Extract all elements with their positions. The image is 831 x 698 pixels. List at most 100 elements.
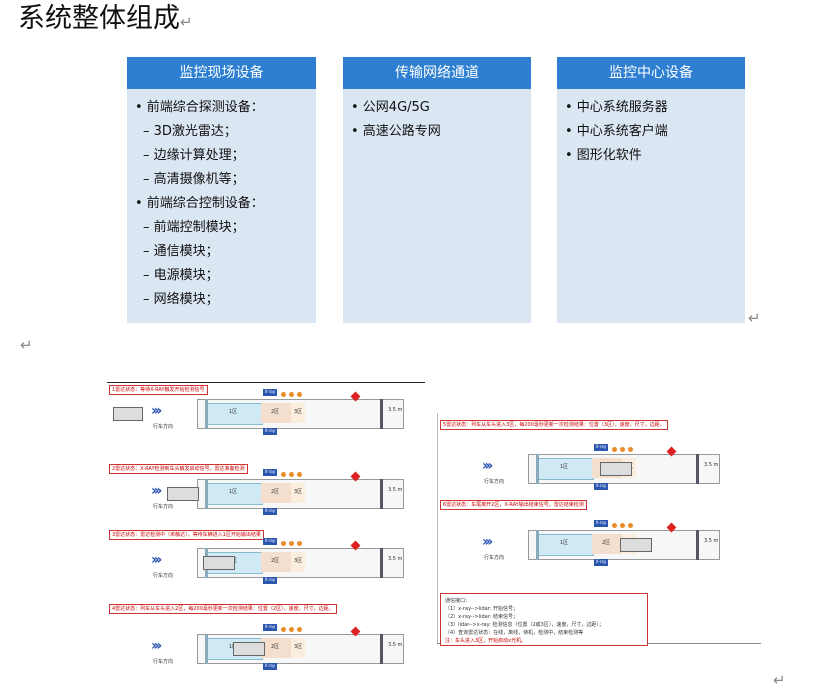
truck-icon xyxy=(233,642,265,656)
column-header: 监控中心设备 xyxy=(557,57,745,89)
xray-label: X-ray xyxy=(263,428,277,435)
xray-label: X-ray xyxy=(263,577,277,584)
gate-post xyxy=(205,634,208,664)
xray-label: X-ray xyxy=(263,663,277,670)
list-item: • 公网4G/5G xyxy=(351,100,430,115)
camera-dot xyxy=(297,541,302,546)
list-subitem: – 电源模块； xyxy=(143,268,219,283)
camera-dot xyxy=(281,627,286,632)
gate-post xyxy=(380,634,383,664)
comm-line: （2）x-ray-->lidar: 结束信号； xyxy=(445,614,518,620)
direction-label: 行车方向 xyxy=(153,504,174,510)
list-subitem: – 通信模块； xyxy=(143,244,219,259)
comm-line: 通信接口： xyxy=(445,598,471,604)
zone-2 xyxy=(261,483,291,503)
xray-label: X-ray xyxy=(263,389,277,396)
zone-2 xyxy=(592,534,622,554)
direction-arrows-icon: ››› xyxy=(151,403,162,419)
camera-dot xyxy=(289,472,294,477)
truck-icon xyxy=(167,487,199,501)
truck-icon xyxy=(620,538,652,552)
camera-dot xyxy=(297,627,302,632)
camera-dot xyxy=(612,447,617,452)
camera-dot xyxy=(281,392,286,397)
direction-arrows-icon: ››› xyxy=(482,534,493,550)
truck-icon xyxy=(113,407,143,421)
comm-line: （4）查询雷达状态：在线，离线，待机，检测中，结束检测等 xyxy=(445,630,584,636)
truck-icon xyxy=(203,556,235,570)
distance-label: 3.5 m xyxy=(704,538,719,544)
list-subitem: – 前端控制模块； xyxy=(143,220,245,235)
distance-label: 3.5 m xyxy=(388,487,403,493)
direction-arrows-icon: ››› xyxy=(151,483,162,499)
zone-label: 2区 xyxy=(271,409,280,415)
column-monitoring-center-equipment: 监控中心设备 • 中心系统服务器• 中心系统客户端• 图形化软件 xyxy=(557,57,745,323)
distance-label: 3.5 m xyxy=(388,642,403,648)
direction-arrows-icon: ››› xyxy=(151,552,162,568)
column-header: 监控现场设备 xyxy=(127,57,316,89)
gate-post xyxy=(205,479,208,509)
divider xyxy=(107,382,425,383)
list-subitem: – 边缘计算处理； xyxy=(143,148,245,163)
camera-dot xyxy=(297,472,302,477)
comm-note: 注：车头进入3区，开始启动x光机。 xyxy=(445,638,527,644)
gate-post xyxy=(696,530,699,560)
direction-label: 行车方向 xyxy=(484,479,505,485)
camera-dot xyxy=(620,447,625,452)
comm-line: （1）x-ray-->lidar: 开始信号； xyxy=(445,606,518,612)
list-item: • 图形化软件 xyxy=(565,148,642,163)
direction-label: 行车方向 xyxy=(153,424,174,430)
list-subitem: – 3D激光雷达； xyxy=(143,124,237,139)
xray-label: X-ray xyxy=(594,444,608,451)
xray-label: X-ray xyxy=(263,538,277,545)
xray-label: X-ray xyxy=(594,559,608,566)
camera-dot xyxy=(289,392,294,397)
camera-dot xyxy=(620,523,625,528)
zone-label: 2区 xyxy=(271,644,280,650)
zone-label: 1区 xyxy=(560,540,569,546)
comm-line: （3）lidar-->x-ray: 检测信息（位置（2或3区），速度，尺寸，边距… xyxy=(445,622,604,628)
list-item: • 高速公路专网 xyxy=(351,124,441,139)
direction-arrows-icon: ››› xyxy=(151,638,162,654)
zone-label: 1区 xyxy=(229,409,238,415)
column-list: • 公网4G/5G • 高速公路专网 xyxy=(343,89,531,144)
return-mark-icon: ↵ xyxy=(748,309,761,327)
list-subitem: – 网络模块； xyxy=(143,292,219,307)
camera-dot xyxy=(289,627,294,632)
divider xyxy=(437,413,438,643)
zone-label: 3区 xyxy=(294,644,303,650)
camera-dot xyxy=(612,523,617,528)
zone-label: 2区 xyxy=(271,558,280,564)
distance-label: 3.5 m xyxy=(388,556,403,562)
direction-label: 行车方向 xyxy=(153,659,174,665)
return-mark-icon: ↵ xyxy=(773,671,786,689)
state-label: 6雷达状态：车尾离开2区，X-RAY输出结束信号，雷达结束检测 xyxy=(440,500,587,510)
zone-2 xyxy=(261,638,291,658)
return-mark-icon: ↵ xyxy=(180,13,193,31)
gate-post xyxy=(380,399,383,429)
xray-label: X-ray xyxy=(594,483,608,490)
gate-post xyxy=(696,454,699,484)
state-label: 1雷达状态：等待X-RAY触发开始检测信号 xyxy=(109,385,208,395)
list-item: • 中心系统客户端 xyxy=(565,124,668,139)
zone-3 xyxy=(291,638,305,658)
truck-icon xyxy=(600,462,632,476)
xray-label: X-ray xyxy=(263,469,277,476)
zone-label: 3区 xyxy=(294,409,303,415)
zone-label: 1区 xyxy=(229,489,238,495)
zone-label: 1区 xyxy=(560,464,569,470)
column-list: • 前端综合探测设备：– 3D激光雷达；– 边缘计算处理；– 高清摄像机等；• … xyxy=(127,89,316,312)
state-label: 4雷达状态：列车从车头进入2区，每200毫秒更新一次检测结果：位置（2区），速度… xyxy=(109,604,337,614)
state-label: 2雷达状态：X-RAY检测到车头触发启动信号，雷达准备检测 xyxy=(109,464,248,474)
xray-label: X-ray xyxy=(594,520,608,527)
gate-post xyxy=(536,454,539,484)
zone-3 xyxy=(291,403,305,423)
camera-dot xyxy=(281,472,286,477)
xray-label: X-ray xyxy=(263,508,277,515)
zone-label: 2区 xyxy=(602,540,611,546)
list-subitem: – 高清摄像机等； xyxy=(143,172,245,187)
zone-2 xyxy=(261,403,291,423)
zone-2 xyxy=(261,552,291,572)
column-header: 传输网络通道 xyxy=(343,57,531,89)
zone-3 xyxy=(291,552,305,572)
